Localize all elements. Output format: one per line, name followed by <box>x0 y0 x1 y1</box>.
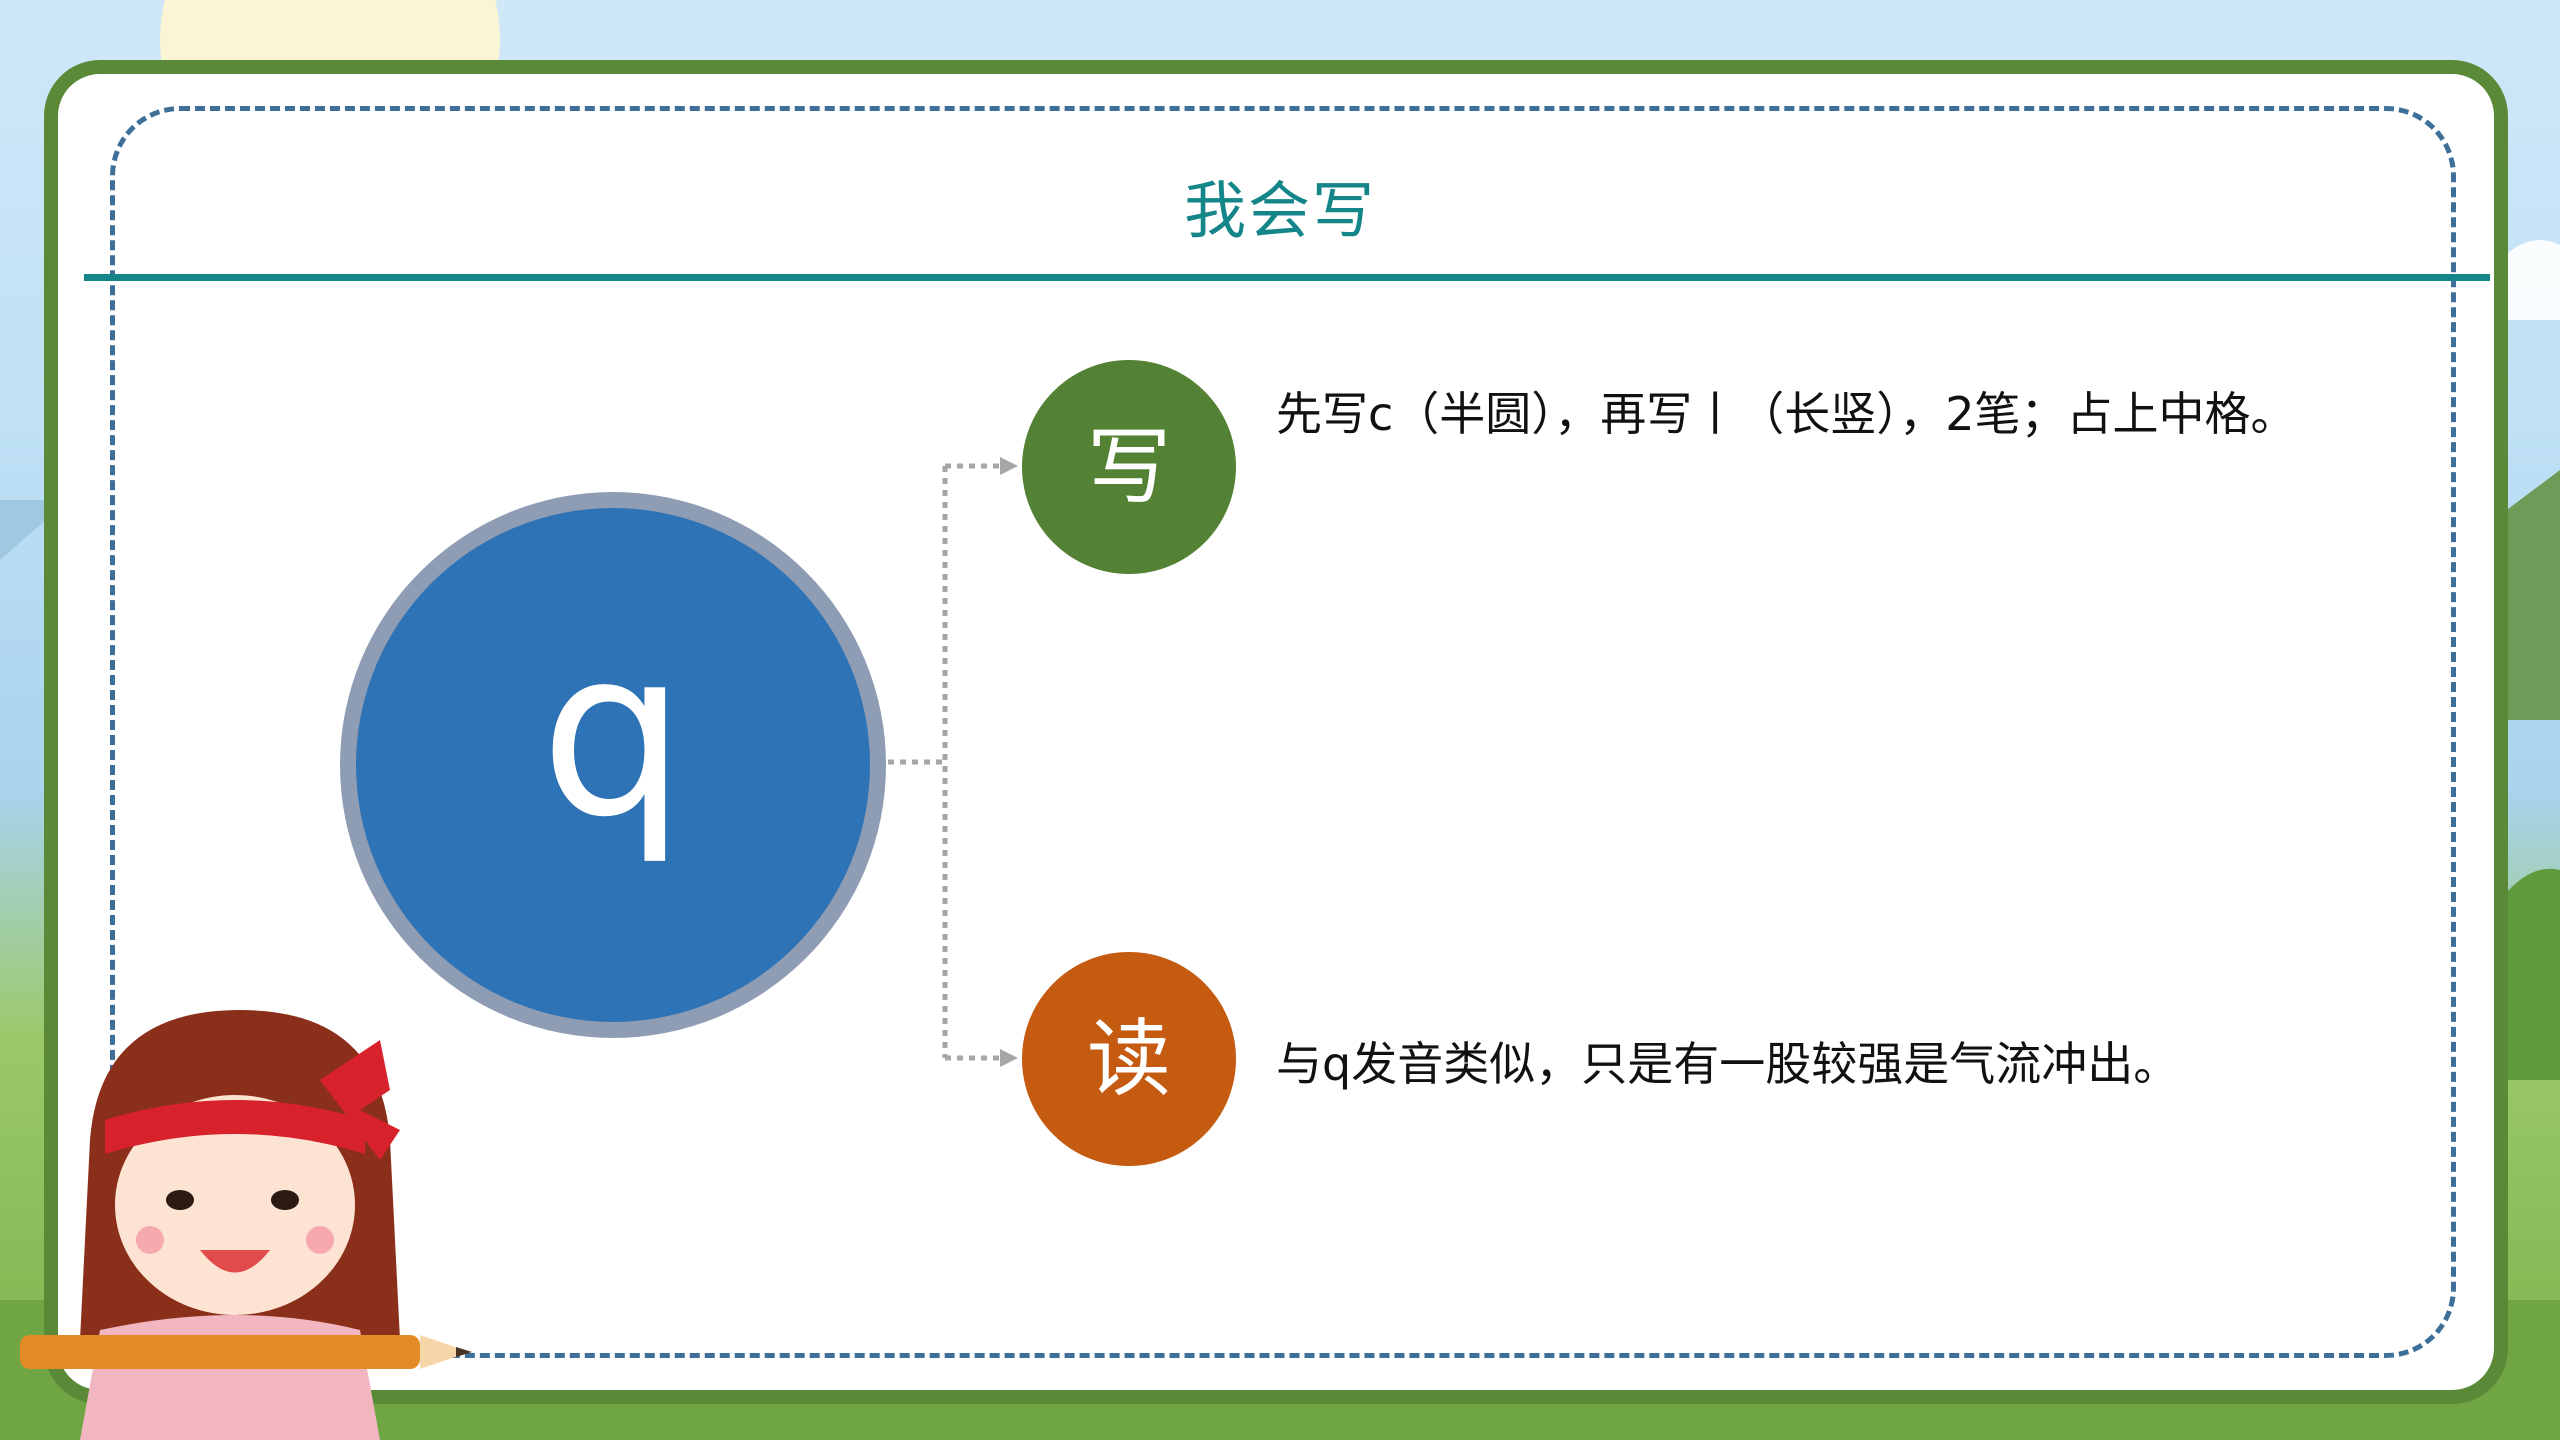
title-divider <box>84 274 2490 281</box>
girl-body <box>80 1315 380 1440</box>
slide-title: 我会写 <box>1183 174 1376 247</box>
girl-eye-left <box>166 1190 194 1210</box>
pencil-tip <box>420 1335 470 1369</box>
girl-eye-right <box>271 1190 299 1210</box>
arrow-read-icon <box>1000 1049 1018 1067</box>
girl-cheek-right <box>306 1226 334 1254</box>
girl-mouth <box>200 1250 270 1273</box>
girl-face <box>115 1095 355 1315</box>
letter-circle <box>356 508 870 1022</box>
pencil-lead <box>456 1347 472 1357</box>
write-description: 先写c（半圆），再写丨（长竖），2笔；占上中格。 <box>1276 387 2297 441</box>
dashed-frame <box>110 106 2456 1358</box>
girl-mascot-illustration <box>20 1010 472 1440</box>
write-badge: 写 <box>1022 360 1236 574</box>
girl-cheek-left <box>136 1226 164 1254</box>
read-description: 与q发音类似，只是有一股较强是气流冲出。 <box>1276 1037 2180 1091</box>
read-badge: 读 <box>1022 952 1236 1166</box>
headband-bow <box>320 1040 400 1160</box>
center-letter: q <box>540 601 686 868</box>
girl-headband <box>105 1100 365 1154</box>
arrow-write-icon <box>1000 457 1018 475</box>
pencil-icon <box>20 1335 420 1369</box>
